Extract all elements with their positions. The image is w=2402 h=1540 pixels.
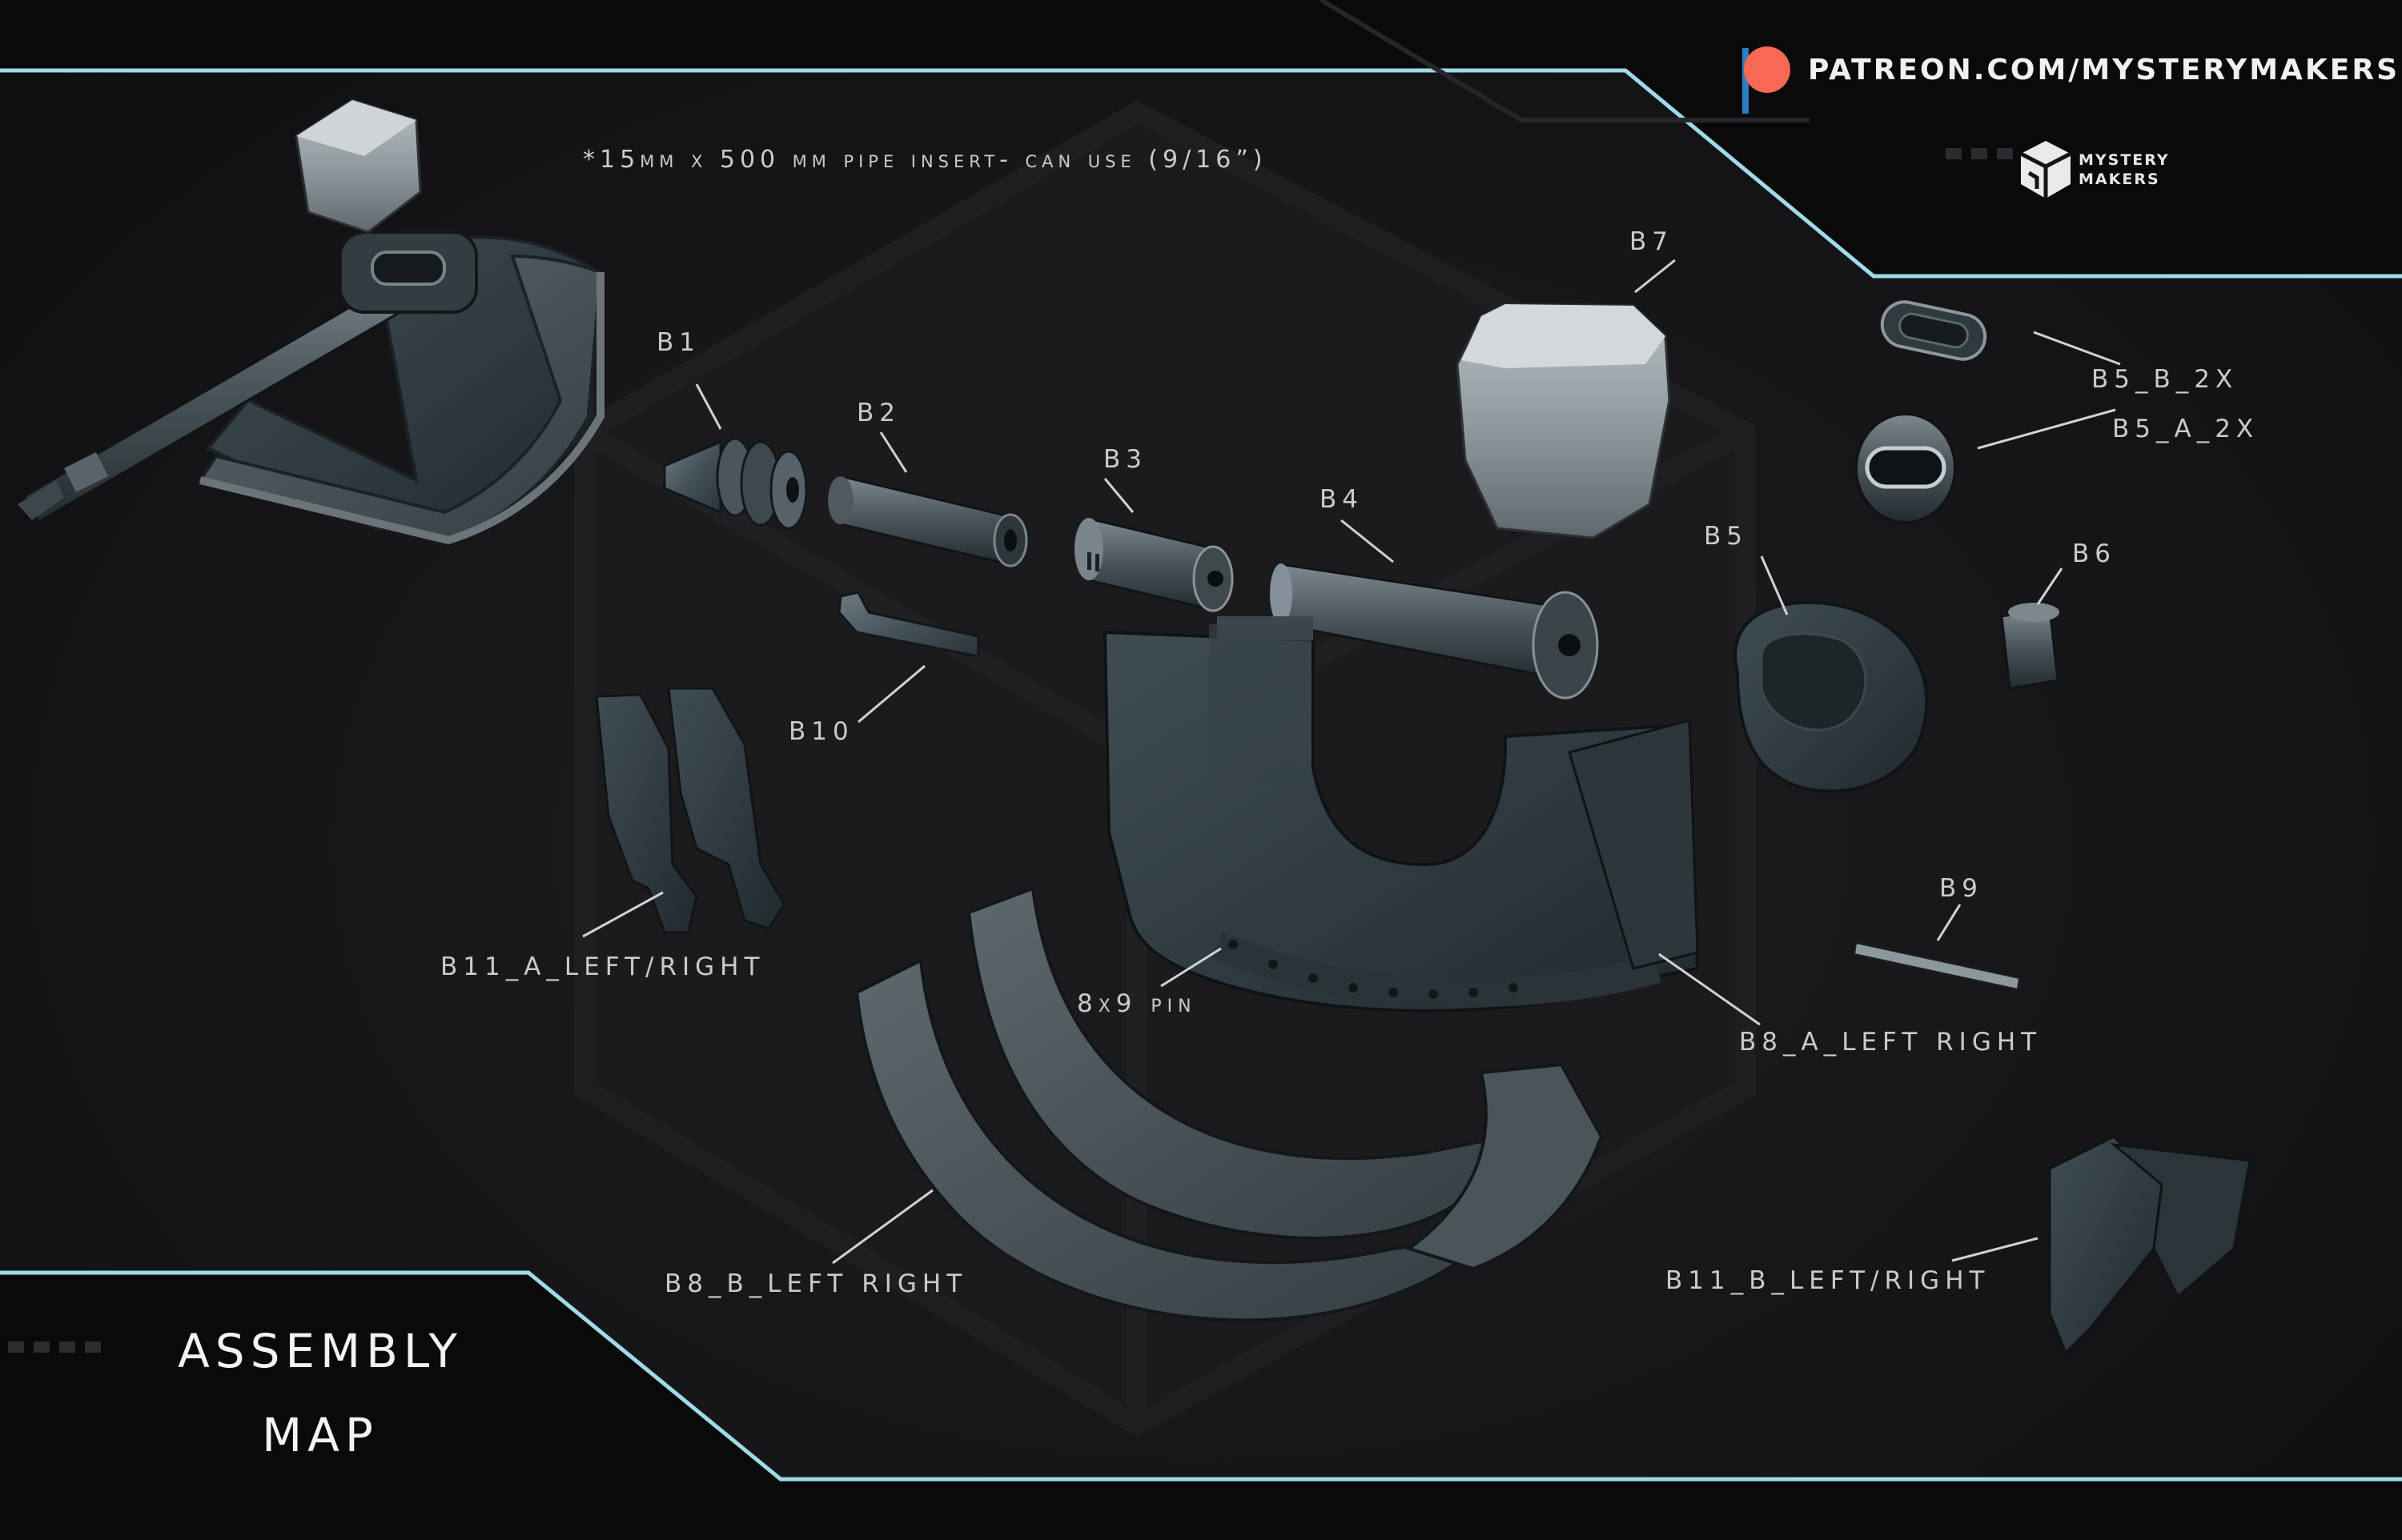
- part-b2-render: [828, 475, 1028, 567]
- assembled-weapon-render: [18, 98, 605, 545]
- patreon-url: PATREON.COM/MYSTERYMAKERS: [1808, 53, 2400, 86]
- part-b1-render: [663, 437, 808, 530]
- part-b4-render: [1270, 563, 1599, 700]
- label-b8a: B8_A_LEFT RIGHT: [1739, 1028, 2043, 1057]
- brand-line-1: MYSTERY: [2079, 151, 2170, 169]
- label-pin: 8x9 pin: [1077, 989, 1197, 1018]
- label-b7: B7: [1629, 227, 1673, 256]
- title-line-1: ASSEMBLY: [178, 1324, 463, 1378]
- part-b9-render: [1853, 941, 2021, 991]
- label-b5b: B5_B_2X: [2091, 365, 2239, 394]
- pipe-insert-note: *15mm x 500 mm pipe insert- can use (9/1…: [583, 146, 1267, 174]
- label-b8b: B8_B_LEFT RIGHT: [665, 1269, 968, 1298]
- label-b2: B2: [857, 399, 901, 427]
- patreon-link[interactable]: PATREON.COM/MYSTERYMAKERS: [1744, 46, 2400, 93]
- part-b8b-render: [854, 886, 1604, 1322]
- label-b9: B9: [1939, 874, 1983, 903]
- patreon-icon: [1744, 46, 1790, 93]
- label-b6: B6: [2072, 539, 2116, 568]
- brand-cube-icon: [2019, 141, 2072, 199]
- hud-frame-bottom: [0, 1270, 2402, 1540]
- part-b6-render: [2000, 603, 2059, 690]
- label-b5: B5: [1704, 522, 1748, 551]
- brand-logo: MYSTERY MAKERS: [2018, 138, 2170, 202]
- label-b10: B10: [789, 717, 854, 746]
- label-b11b: B11_B_LEFT/RIGHT: [1665, 1266, 1990, 1295]
- part-b8a-render: [1103, 616, 1700, 1013]
- part-b5-render: [1733, 600, 1929, 793]
- label-b3: B3: [1103, 445, 1147, 474]
- hud-frame-top: [0, 0, 2402, 279]
- part-b3-render: [1074, 517, 1234, 612]
- leader-lines: [582, 259, 2121, 1265]
- part-b11a-render: [595, 687, 786, 934]
- brand-line-2: MAKERS: [2079, 170, 2160, 188]
- page-title: ASSEMBLY MAP: [112, 1309, 528, 1478]
- part-b7-render: [1456, 303, 1671, 539]
- title-line-2: MAP: [262, 1408, 379, 1462]
- label-b4: B4: [1319, 485, 1364, 514]
- part-b11b-render: [2048, 1135, 2251, 1355]
- part-b5a-render: [1854, 412, 1957, 524]
- part-b5b-render: [1880, 300, 1987, 361]
- label-b11a: B11_A_LEFT/RIGHT: [440, 952, 765, 981]
- label-b5a: B5_A_2X: [2112, 415, 2259, 443]
- label-b1: B1: [657, 328, 701, 357]
- part-b10-render: [837, 591, 980, 658]
